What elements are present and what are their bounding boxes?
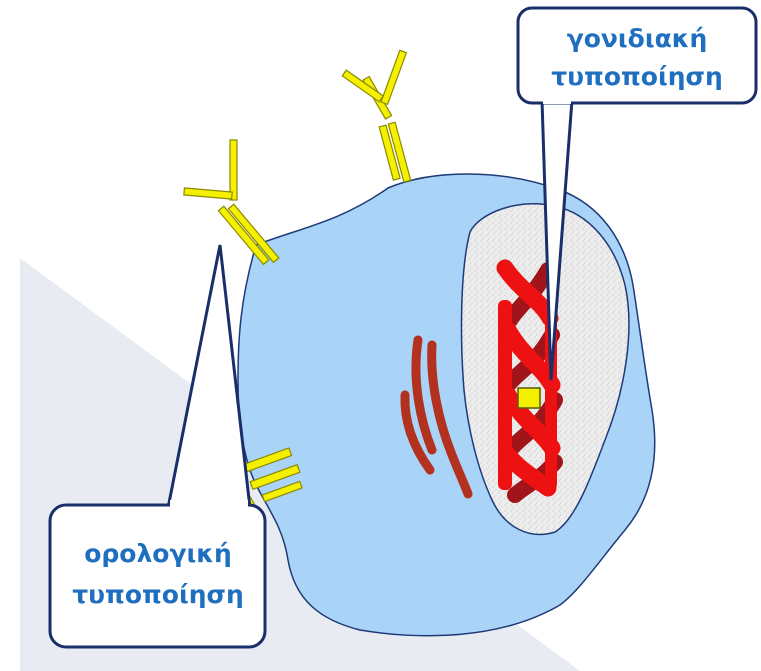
serological-typing-label-line1: ορολογική bbox=[84, 539, 232, 568]
antibody-left bbox=[184, 140, 279, 264]
genetic-typing-label-line1: γονιδιακή bbox=[567, 24, 708, 53]
gene-marker bbox=[518, 388, 540, 408]
serological-typing-label-line2: τυποποίηση bbox=[72, 580, 244, 609]
antibody-top bbox=[342, 50, 410, 182]
genetic-typing-label-line2: τυποποίηση bbox=[551, 62, 723, 91]
